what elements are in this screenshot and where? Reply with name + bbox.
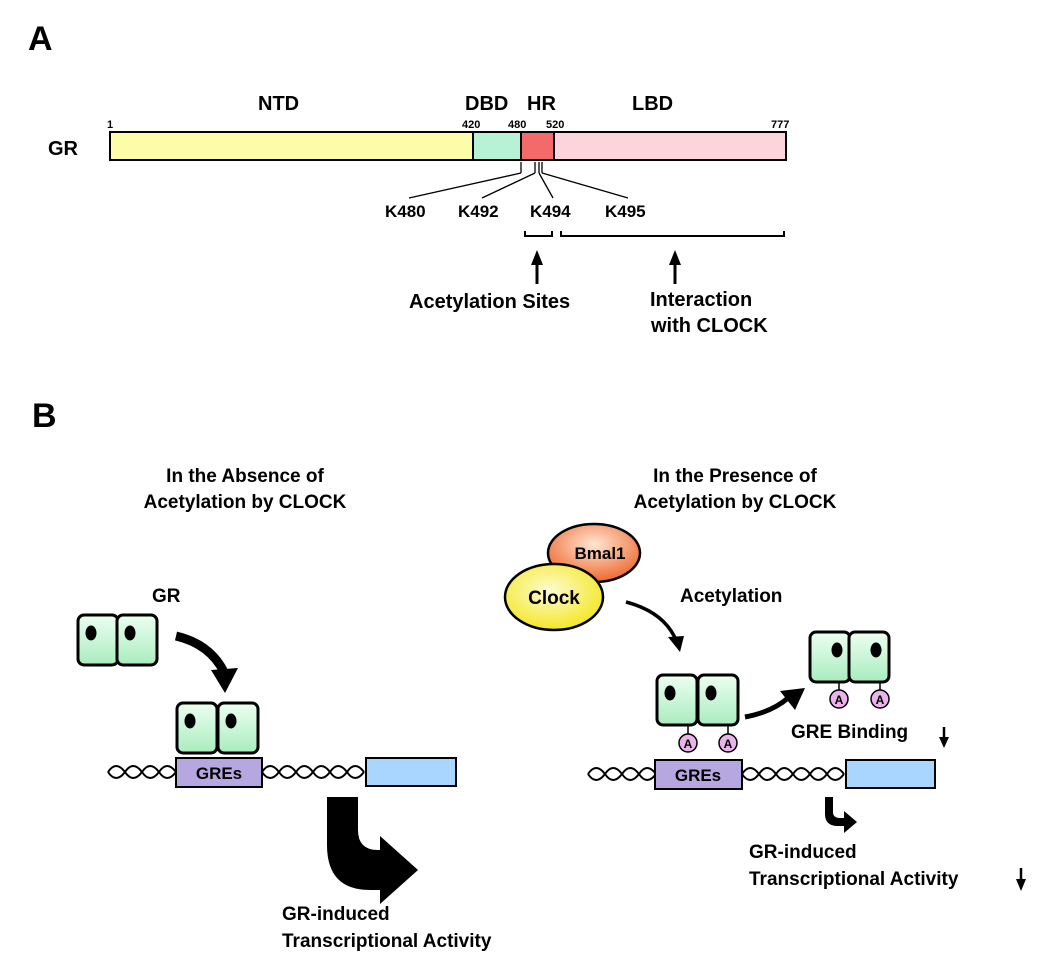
right-gene-box [845,759,936,789]
left-gres-box [175,757,263,788]
arrow-interaction [669,250,681,284]
right-output-line2: Transcriptional Activity [749,869,959,890]
gr-dimer-bound [175,701,260,755]
range-brackets [524,231,785,237]
gr-protein-label: GR [48,138,79,160]
lbd-label: LBD [632,93,673,115]
arrow-acetylation [531,250,543,284]
panel-b-label: B [32,397,57,435]
hr-label: HR [527,93,556,115]
acetyl-mark: A [876,693,885,707]
left-output-line2: Transcriptional Activity [282,931,492,952]
left-gene-box [365,757,457,787]
acetylated-gr-released: A A [808,630,891,709]
panel-a-label: A [28,20,53,58]
ntd-domain [109,131,474,161]
right-gres-label: GREs [675,766,721,785]
left-output-line1: GR-induced [282,904,390,925]
left-gr-label: GR [152,586,181,607]
interaction-label-line1: Interaction [650,289,752,311]
dna-helix-right [587,767,845,781]
acetyl-mark: A [835,693,844,707]
site-k492: K492 [458,202,499,221]
acetyl-mark: A [684,737,693,751]
acetylation-sites-label: Acetylation Sites [409,291,570,313]
gre-binding-label: GRE Binding [791,722,908,743]
dna-helix-left [107,765,365,779]
left-activity-arrow [327,797,418,904]
left-title-line1: In the Absence of [166,466,324,487]
binding-arrow [174,631,238,693]
ntd-label: NTD [258,93,299,115]
right-output-line1: GR-induced [749,842,857,863]
right-title-line1: In the Presence of [653,466,817,487]
pos-480: 480 [508,119,526,131]
acetylation-label: Acetylation [680,586,782,607]
site-k494: K494 [530,202,571,221]
gr-dimer-free [76,613,159,667]
left-gres-label: GREs [196,764,242,783]
right-gres-box [654,759,743,790]
dbd-label: DBD [465,93,508,115]
hr-domain [520,131,555,161]
left-title-line2: Acetylation by CLOCK [144,492,347,513]
acetylated-gr-bound: A A [655,673,740,753]
release-arrow [744,688,805,720]
site-connectors [408,162,629,199]
right-title-line2: Acetylation by CLOCK [634,492,837,513]
acetyl-mark: A [724,737,733,751]
dbd-domain [472,131,522,161]
gr-domain-bar [109,131,787,161]
pos-777: 777 [771,119,789,131]
site-k480: K480 [385,202,426,221]
interaction-label-line2: with CLOCK [650,315,768,337]
activity-down-arrow [1016,868,1026,891]
pos-520: 520 [546,119,564,131]
lbd-domain [553,131,787,161]
site-k495: K495 [605,202,646,221]
right-activity-arrow [825,797,857,833]
bmal1-label: Bmal1 [574,544,625,563]
gre-binding-down-arrow [939,727,949,748]
pos-1: 1 [107,119,113,131]
pos-420: 420 [462,119,480,131]
acetylation-arrow [625,600,684,652]
clock-protein: Clock [503,562,605,632]
clock-label: Clock [528,588,580,609]
